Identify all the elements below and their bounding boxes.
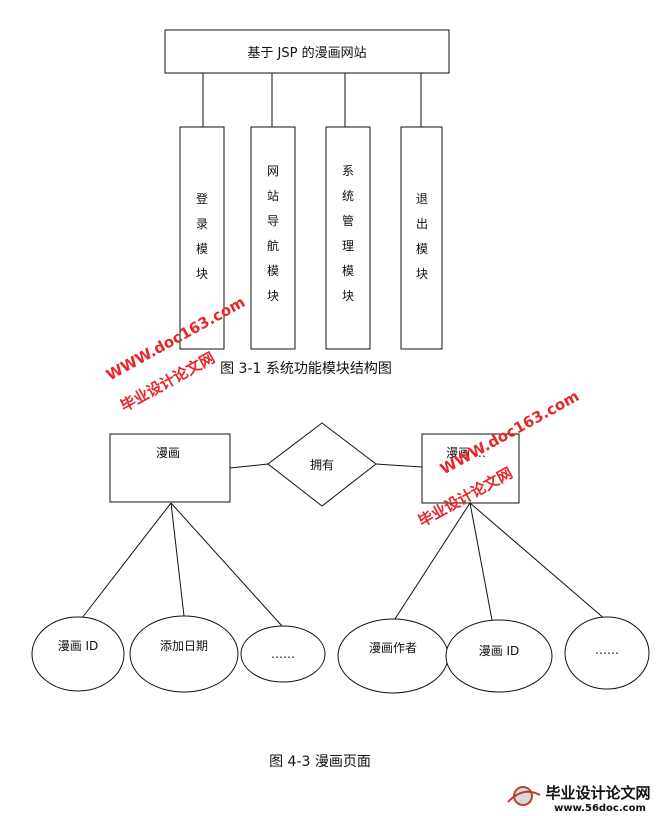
- attribute-ellipse-right-1: [337, 618, 449, 694]
- attribute-link: [469, 502, 493, 621]
- attribute-ellipse-left-3: [240, 625, 326, 683]
- attribute-ellipse-left-2: [129, 615, 239, 693]
- attribute-ellipse-right-3: [564, 616, 650, 690]
- module-char: 登: [196, 191, 208, 206]
- module-char: 系: [342, 164, 354, 178]
- attribute-link: [392, 502, 471, 623]
- module-box-navigation: [250, 126, 296, 350]
- module-box-login: [179, 126, 225, 350]
- figure-caption-4-3: 图 4-3 漫画页面: [269, 754, 371, 770]
- module-char: 管: [342, 213, 354, 228]
- entity-label-right: 漫画 …: [446, 446, 486, 460]
- module-char: 模: [342, 264, 354, 278]
- relation-diamond: [267, 422, 377, 507]
- module-structure-diagram: [164, 29, 450, 350]
- attribute-link: [81, 502, 172, 619]
- footer-brand-text: 毕业设计论文网: [545, 784, 650, 802]
- module-char: 导: [267, 214, 279, 228]
- footer-logo: 毕业设计论文网 www.56doc.com: [507, 784, 651, 814]
- module-char: 录: [196, 217, 208, 231]
- root-title: 基于 JSP 的漫画网站: [247, 45, 366, 61]
- module-char: 网: [267, 164, 279, 178]
- attribute-label: 漫画 ID: [58, 639, 99, 653]
- footer-site-text: www.56doc.com: [554, 803, 646, 814]
- attribute-ellipse-right-2: [445, 619, 553, 693]
- module-label-exit: 退 出 模 块: [416, 192, 428, 281]
- module-char: 块: [342, 289, 354, 303]
- module-char: 模: [416, 242, 428, 256]
- root-box: [164, 29, 450, 74]
- attribute-label: 漫画作者: [369, 641, 417, 655]
- er-diagram: [31, 422, 650, 694]
- attribute-label: 添加日期: [160, 639, 208, 653]
- attribute-label: ……: [271, 647, 295, 661]
- module-label-navigation: 网 站 导 航 模 块: [267, 164, 279, 303]
- entity-box-left: [109, 433, 231, 503]
- attribute-link: [170, 502, 283, 627]
- attribute-link: [469, 502, 607, 621]
- module-char: 理: [342, 239, 354, 253]
- module-label-management: 系 统 管 理 模 块: [342, 164, 354, 303]
- module-char: 站: [267, 189, 279, 203]
- attribute-label: ……: [595, 643, 619, 657]
- module-char: 模: [196, 242, 208, 256]
- module-char: 块: [196, 267, 208, 281]
- attribute-link: [170, 502, 185, 617]
- attribute-label: 漫画 ID: [479, 644, 520, 658]
- module-char: 出: [416, 217, 428, 231]
- logo-swoosh-icon: [507, 790, 541, 803]
- entity-label-left: 漫画: [156, 446, 180, 460]
- entity-box-right: [421, 433, 520, 504]
- relation-line-left: [229, 463, 269, 469]
- relation-line-right: [375, 463, 423, 468]
- module-char: 退: [416, 192, 428, 206]
- module-char: 模: [267, 264, 279, 278]
- figure-caption-3-1: 图 3-1 系统功能模块结构图: [220, 361, 392, 377]
- module-label-login: 登 录 模 块: [196, 191, 208, 281]
- module-char: 块: [416, 267, 428, 281]
- module-char: 统: [342, 189, 354, 203]
- relation-label: 拥有: [310, 458, 334, 472]
- module-box-exit: [400, 126, 443, 350]
- module-box-management: [325, 126, 371, 350]
- module-char: 航: [267, 238, 279, 253]
- attribute-ellipse-left-1: [31, 616, 125, 692]
- module-char: 块: [267, 289, 279, 303]
